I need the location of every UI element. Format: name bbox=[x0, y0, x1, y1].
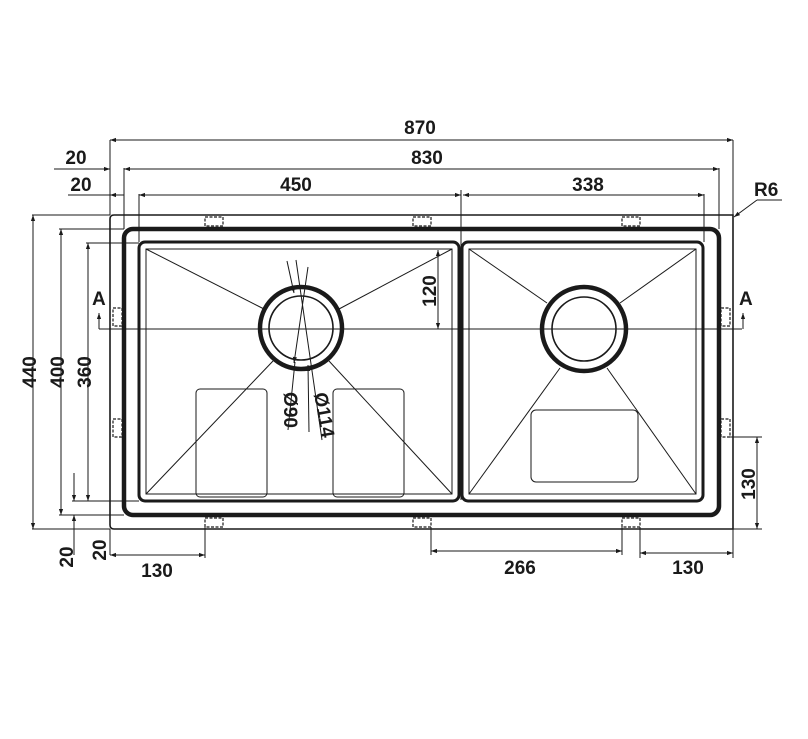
left-drain-inner bbox=[268, 295, 334, 361]
mounting-clip bbox=[720, 418, 731, 438]
mounting-clip bbox=[112, 418, 123, 438]
svg-text:360: 360 bbox=[75, 356, 96, 388]
left-bowl-grid-1 bbox=[195, 388, 268, 498]
svg-text:870: 870 bbox=[404, 118, 436, 139]
left-drain-outer bbox=[257, 284, 345, 372]
svg-text:400: 400 bbox=[48, 356, 69, 388]
section-marker-right: A bbox=[739, 289, 753, 310]
right-bowl-grid bbox=[530, 409, 639, 483]
svg-text:120: 120 bbox=[420, 275, 441, 307]
svg-text:20: 20 bbox=[70, 175, 91, 196]
top-dimensions: 870 830 20 20 450 338 R6 bbox=[54, 118, 782, 242]
right-vertical-dimension: 130 bbox=[730, 436, 762, 530]
right-bowl bbox=[460, 240, 705, 503]
svg-text:130: 130 bbox=[141, 561, 173, 582]
svg-text:130: 130 bbox=[672, 558, 704, 579]
svg-text:20: 20 bbox=[57, 546, 78, 567]
mounting-clip bbox=[720, 307, 731, 327]
mounting-clip bbox=[621, 216, 641, 227]
mounting-clip bbox=[621, 517, 641, 528]
section-marker-left: A bbox=[92, 289, 106, 310]
svg-text:Ø90: Ø90 bbox=[279, 392, 300, 428]
svg-text:830: 830 bbox=[411, 148, 443, 169]
outer-frame bbox=[109, 214, 734, 530]
svg-text:266: 266 bbox=[504, 558, 536, 579]
bottom-dimensions: 130 266 130 bbox=[110, 527, 734, 582]
left-bowl-grid-2 bbox=[332, 388, 405, 498]
mounting-clips bbox=[112, 216, 731, 528]
mounting-clip bbox=[204, 216, 224, 227]
svg-text:130: 130 bbox=[739, 468, 760, 500]
svg-text:440: 440 bbox=[20, 356, 41, 388]
svg-text:R6: R6 bbox=[754, 180, 778, 201]
svg-text:450: 450 bbox=[280, 175, 312, 196]
svg-text:338: 338 bbox=[572, 175, 604, 196]
section-line-a-a: A A bbox=[92, 289, 753, 330]
mounting-clip bbox=[112, 307, 123, 327]
left-bowl bbox=[137, 240, 461, 503]
mounting-clip bbox=[412, 216, 432, 227]
mounting-clip bbox=[204, 517, 224, 528]
svg-text:20: 20 bbox=[90, 539, 111, 560]
left-dimensions: 440 400 360 20 20 bbox=[20, 214, 139, 568]
mounting-clip bbox=[412, 517, 432, 528]
flange-outline bbox=[121, 226, 722, 518]
drain-offset-dimension: 120 bbox=[420, 250, 441, 329]
svg-text:20: 20 bbox=[65, 148, 86, 169]
